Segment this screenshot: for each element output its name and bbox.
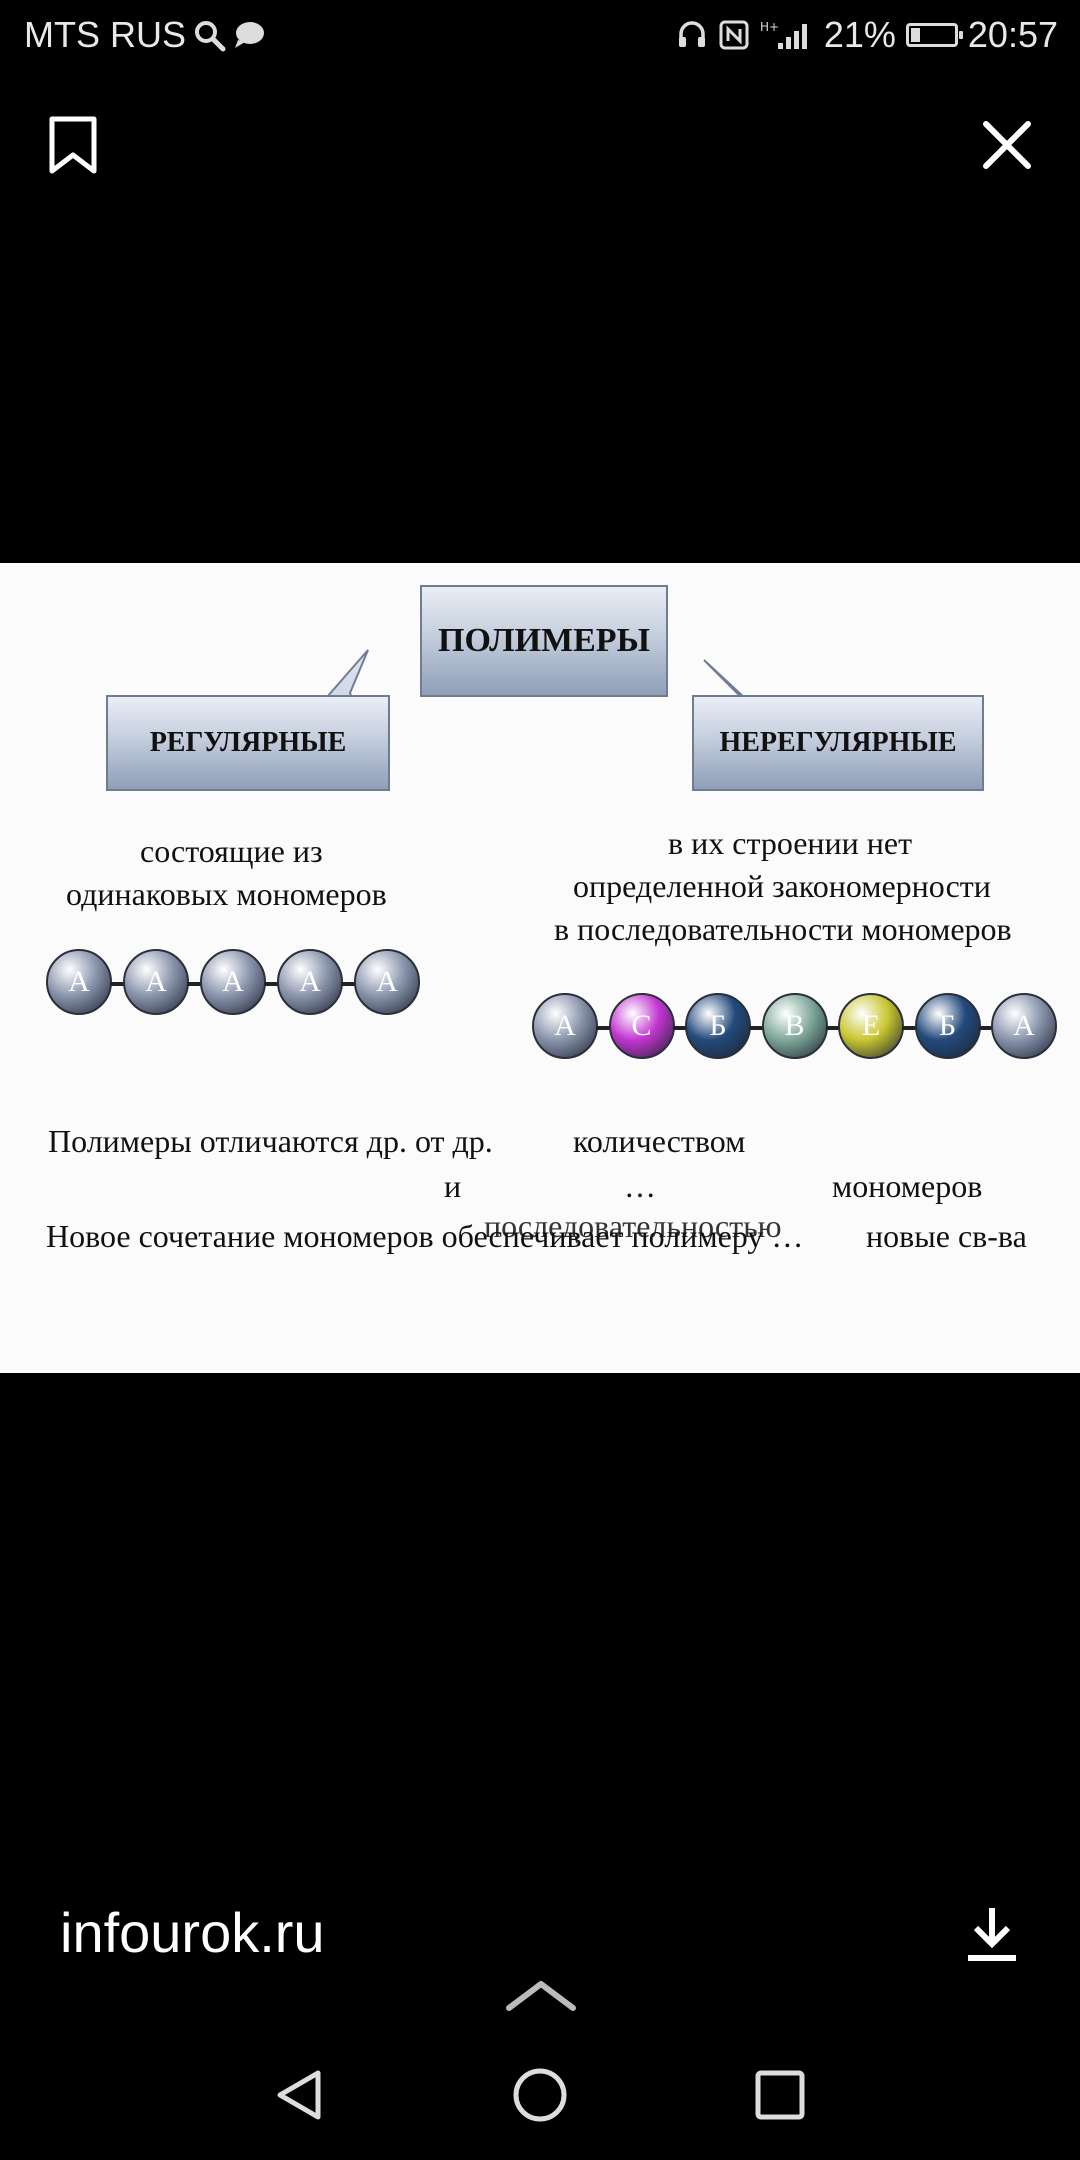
- recents-button[interactable]: [745, 2060, 815, 2130]
- irregular-monomer: А: [532, 993, 598, 1059]
- content-image[interactable]: ПОЛИМЕРЫ РЕГУЛЯРНЫЕ НЕРЕГУЛЯРНЫЕ состоящ…: [0, 563, 1080, 1373]
- polymers-title: ПОЛИМЕРЫ: [438, 622, 650, 659]
- bottom-and: и: [444, 1168, 462, 1204]
- regular-bond: [264, 982, 279, 986]
- irregular-monomer: Б: [914, 993, 981, 1059]
- regular-desc-line-2: одинаковых мономеров: [66, 876, 387, 912]
- bottom-sequence: последовательностью: [484, 1208, 782, 1244]
- status-left: MTS RUS: [24, 14, 266, 56]
- irregular-monomer: В: [761, 993, 828, 1059]
- signal-icon: H+: [760, 19, 814, 51]
- irregular-bond: [596, 1026, 611, 1030]
- battery-percent: 21%: [823, 14, 896, 55]
- regular-bond: [187, 982, 202, 986]
- bottom-line-3: Новое сочетание мономеров обеспечивает п…: [46, 1218, 804, 1254]
- regular-bond: [341, 982, 356, 986]
- bottom-monomers: мономеров: [832, 1168, 983, 1204]
- nfc-icon: [718, 19, 750, 51]
- irregular-bond: [902, 1026, 917, 1030]
- chevron-up-icon: [506, 1981, 576, 2011]
- navigation-bar: [0, 2040, 1080, 2160]
- home-button[interactable]: [505, 2060, 575, 2130]
- regular-box: РЕГУЛЯРНЫЕ: [106, 695, 390, 791]
- irregular-box: НЕРЕГУЛЯРНЫЕ: [692, 695, 984, 791]
- network-type-label: H+: [760, 20, 779, 34]
- carrier-name: MTS RUS: [24, 14, 186, 55]
- home-circle-icon: [513, 2068, 567, 2122]
- source-site[interactable]: infourok.ru: [60, 1901, 325, 1964]
- battery-icon: [905, 23, 963, 47]
- irregular-bond: [978, 1026, 993, 1030]
- irregular-bond: [749, 1026, 764, 1030]
- regular-monomer: А: [277, 949, 343, 1015]
- bottom-line-1: Полимеры отличаются др. от др.: [48, 1123, 493, 1159]
- bookmark-button[interactable]: [38, 110, 108, 180]
- polymers-title-box: ПОЛИМЕРЫ: [420, 585, 668, 697]
- irregular-monomer: Б: [685, 993, 751, 1059]
- regular-desc-line-1: состоящие из: [140, 833, 323, 869]
- recents-square-icon: [755, 2070, 805, 2120]
- irregular-label: НЕРЕГУЛЯРНЫЕ: [719, 727, 957, 758]
- regular-monomer: А: [123, 949, 189, 1015]
- clock: 20:57: [967, 14, 1058, 55]
- bookmark-icon: [49, 116, 97, 174]
- irregular-monomer: Е: [838, 993, 904, 1059]
- regular-label: РЕГУЛЯРНЫЕ: [149, 727, 347, 758]
- back-triangle-icon: [277, 2070, 321, 2120]
- search-icon: [192, 18, 226, 52]
- irregular-bond: [825, 1026, 840, 1030]
- close-button[interactable]: [972, 110, 1042, 180]
- irregular-desc-line-2: определенной закономерности: [573, 868, 991, 904]
- bottom-dots: …: [624, 1168, 656, 1204]
- download-button[interactable]: [962, 1904, 1022, 1964]
- regular-monomer: А: [354, 949, 420, 1015]
- headset-icon: [676, 19, 708, 51]
- bottom-new-props: новые св-ва: [866, 1218, 1027, 1255]
- regular-monomer: А: [46, 949, 112, 1015]
- close-icon: [983, 121, 1031, 169]
- irregular-monomer: С: [608, 993, 675, 1059]
- irregular-bond: [672, 1026, 687, 1030]
- download-icon: [968, 1908, 1016, 1961]
- back-button[interactable]: [265, 2060, 335, 2130]
- battery-fill: [910, 28, 920, 42]
- irregular-desc-line-3: в последовательности мономеров: [554, 911, 1012, 947]
- status-bar: MTS RUS H+ 21% 20:57: [0, 0, 1080, 76]
- regular-bond: [110, 982, 125, 986]
- irregular-monomer: А: [991, 993, 1057, 1059]
- chat-bubble-icon: [232, 20, 266, 50]
- irregular-desc-line-1: в их строении нет: [668, 825, 913, 861]
- bottom-quantity: количеством: [573, 1123, 746, 1159]
- status-right: H+ 21% 20:57: [676, 14, 1058, 56]
- swipe-up-handle[interactable]: [505, 1978, 577, 2014]
- regular-monomer: А: [200, 949, 266, 1015]
